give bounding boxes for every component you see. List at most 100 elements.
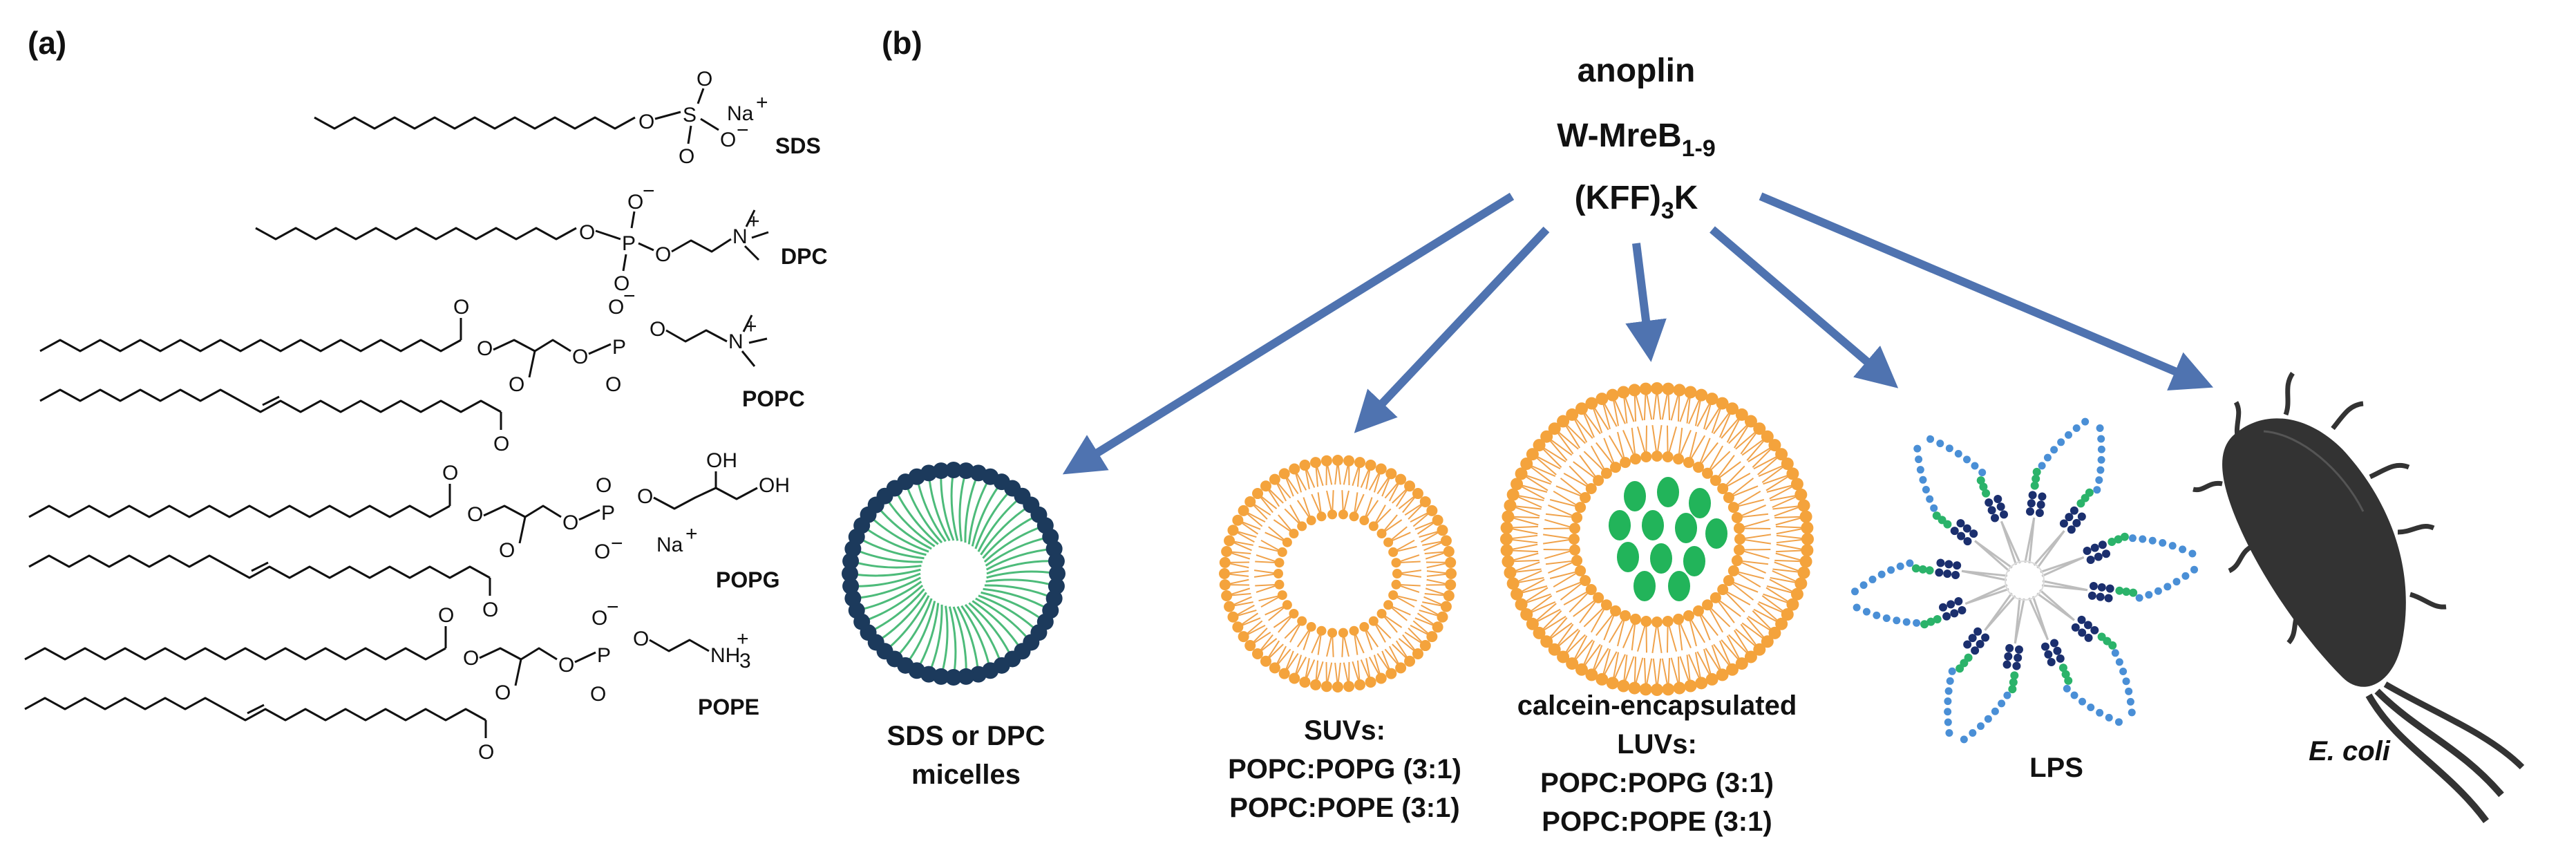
suv-inner-head: [1376, 529, 1387, 539]
luv-outer-head: [1726, 663, 1739, 676]
lps-o-antigen: [2128, 708, 2136, 717]
luv-inner-head: [1569, 544, 1581, 556]
suv-outer-head: [1395, 473, 1407, 485]
peptide-w-mreb: W-MreB1-9: [1557, 117, 1716, 162]
calcein-dot: [1668, 571, 1690, 601]
suv-outer-head: [1260, 655, 1271, 667]
lps-lipid-a: [1944, 560, 1953, 569]
popc-o-up: O: [608, 296, 624, 319]
pope-label: POPE: [698, 695, 759, 719]
luv-inner-head: [1673, 613, 1685, 625]
luv-outer-head: [1510, 478, 1524, 491]
micelle-head: [945, 462, 962, 478]
luv-outer-head: [1548, 643, 1561, 656]
lps-lipid-a: [2083, 546, 2092, 555]
luv-outer-head: [1790, 478, 1803, 491]
suv-outer-head: [1426, 631, 1438, 643]
lps-lipid-a: [2083, 621, 2092, 630]
luv-outer-head: [1548, 422, 1561, 435]
label-lps: LPS: [2029, 753, 2083, 783]
sds-so-bond-1: [697, 88, 705, 104]
lps-lipid-a: [2096, 592, 2105, 601]
lps-lipid-a: [2089, 582, 2098, 591]
luv-outer-head: [1775, 617, 1788, 630]
lps-o-antigen: [2114, 718, 2123, 726]
label-luv-2: LUVs:: [1617, 729, 1697, 760]
dpc-me-2: [751, 231, 769, 239]
lps-o-antigen: [2163, 583, 2172, 591]
calcein-dot: [1633, 571, 1656, 601]
lps-o-antigen: [1926, 495, 1934, 503]
suv-outer-head: [1227, 611, 1239, 623]
suv-inner-head: [1391, 558, 1401, 568]
arrow-to-lps: [1710, 226, 1899, 388]
suv-outer-head: [1385, 468, 1397, 480]
popc-nitrogen: N: [728, 330, 744, 353]
popg-minus: −: [611, 532, 623, 555]
suv-inner-head: [1359, 621, 1370, 632]
popg-chain-1: [28, 505, 451, 518]
lps-o-antigen: [2070, 691, 2078, 699]
suv-inner-head: [1297, 521, 1307, 531]
luv-inner-head: [1717, 482, 1729, 494]
suv-inner-head: [1289, 529, 1299, 539]
lps-lipid-a: [2014, 645, 2023, 654]
lps-o-antigen: [2105, 713, 2113, 722]
luv-outer-head: [1799, 555, 1812, 568]
suv-outer-head: [1404, 655, 1416, 667]
popg-o-ester-1: O: [467, 503, 483, 526]
lps-o-antigen: [2093, 486, 2101, 494]
luv-outer-head: [1502, 555, 1515, 568]
suv-outer-head: [1244, 496, 1256, 507]
popc-me-3: [741, 350, 756, 367]
ecoli-illustration: [2193, 371, 2525, 823]
lps-core-line: [2036, 592, 2075, 621]
suv-outer-head: [1446, 568, 1457, 579]
lps-lipid-a: [1987, 506, 1996, 515]
luv-outer-head: [1797, 566, 1810, 579]
lps-o-antigen: [1944, 697, 1952, 706]
lps-o-antigen: [1896, 562, 1904, 570]
label-micelle-2: micelles: [911, 760, 1021, 790]
popg-na: Na: [656, 534, 683, 556]
luv-outer-head: [1500, 521, 1513, 534]
luv-outer-head: [1705, 672, 1718, 686]
suv-inner-head: [1368, 616, 1379, 626]
lps-lipid-a: [2050, 639, 2059, 648]
luv-inner-head: [1710, 475, 1721, 487]
luv-inner-head: [1585, 482, 1597, 494]
luv-outer-head: [1639, 382, 1652, 395]
sds-so-bond-2: [687, 125, 692, 144]
micelle-tail: [875, 504, 932, 550]
suv-outer-head: [1443, 546, 1455, 558]
lps-o-antigen: [2081, 417, 2090, 426]
lps-o-antigen: [2122, 677, 2130, 686]
lps-core-line: [2014, 597, 2021, 644]
lps-o-antigen: [2072, 424, 2081, 432]
lps-lipid-a: [1935, 568, 1944, 577]
suv-outer-head: [1221, 590, 1233, 601]
suv-outer-head: [1432, 514, 1443, 526]
lps-core-sugar: [2061, 670, 2070, 679]
lps-o-antigen: [1991, 707, 1999, 715]
micelle-head: [932, 462, 949, 480]
ecoli-highlight: [2263, 430, 2365, 512]
luv-outer-head: [1761, 635, 1774, 648]
dpc-op-bond: [595, 229, 621, 241]
popc-ethyl: [665, 329, 728, 343]
pope-amine-sub: 3: [739, 650, 751, 672]
micelle-tail: [884, 595, 930, 652]
suv-outer-head: [1238, 631, 1249, 643]
lps-o-antigen: [1902, 618, 1911, 626]
lps-o-antigen: [1971, 462, 1979, 470]
popc-op-bond: [588, 343, 612, 355]
micelle-head: [920, 464, 938, 482]
luv-inner-head: [1580, 575, 1591, 586]
lps-lipid-a: [2012, 661, 2021, 670]
lps-o-antigen: [2168, 542, 2177, 550]
lps-lipid-a: [2056, 654, 2065, 663]
lps-o-antigen: [2181, 572, 2190, 580]
lps-o-antigen: [2128, 534, 2137, 543]
luv-inner-head: [1629, 453, 1641, 465]
lps-o-antigen: [2139, 535, 2147, 543]
